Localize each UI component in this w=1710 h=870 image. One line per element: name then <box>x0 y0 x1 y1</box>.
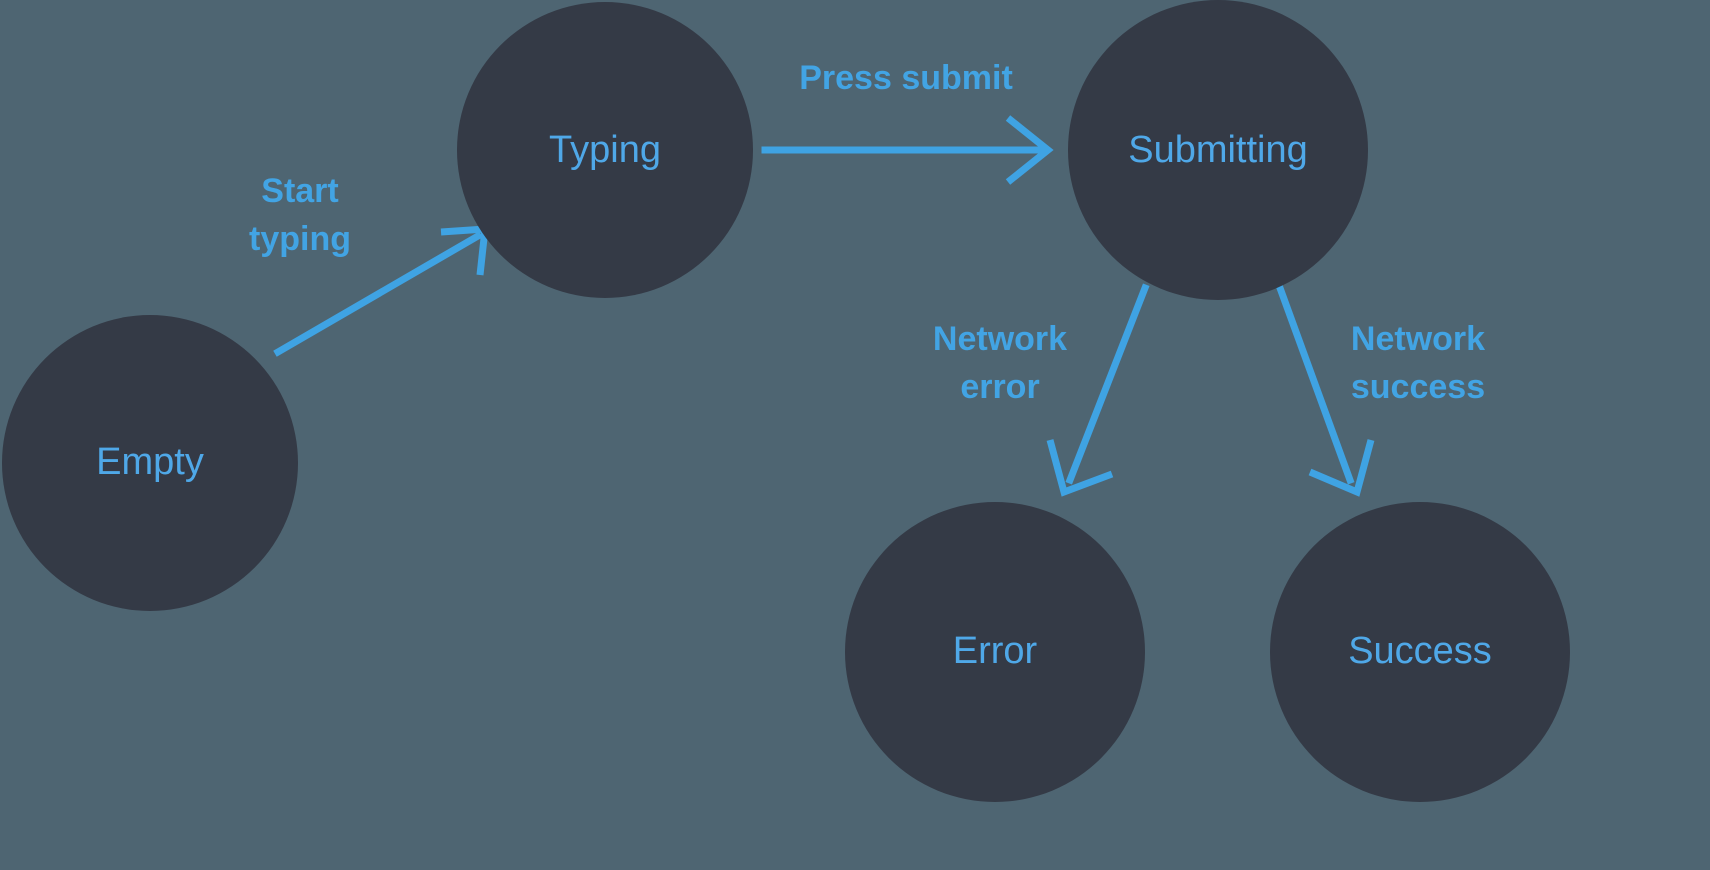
node-error[interactable]: Error <box>845 502 1145 802</box>
node-success-label: Success <box>1348 630 1492 672</box>
edge-typing-to-submitting <box>761 115 1054 185</box>
edge-label-network-error-line1: Network <box>933 320 1067 358</box>
edge-label-empty-to-typing: Start typing <box>249 172 351 258</box>
edge-label-network-success-line1: Network <box>1351 320 1485 358</box>
node-typing[interactable]: Typing <box>457 2 753 298</box>
edge-empty-to-typing-line <box>273 231 483 357</box>
edge-submitting-to-success <box>1275 283 1375 497</box>
node-error-circle[interactable] <box>845 502 1145 802</box>
node-typing-label: Typing <box>549 129 661 171</box>
node-typing-circle[interactable] <box>457 2 753 298</box>
edge-submitting-to-success-arrowhead <box>1308 439 1375 497</box>
edge-submitting-to-error-line <box>1065 283 1150 485</box>
edge-typing-to-submitting-arrowhead <box>1005 115 1054 185</box>
edge-label-network-error-line2: error <box>960 368 1039 406</box>
edge-submitting-to-error <box>1046 283 1150 497</box>
node-success-circle[interactable] <box>1270 502 1570 802</box>
node-empty-label: Empty <box>96 441 204 483</box>
node-submitting-label: Submitting <box>1128 129 1308 171</box>
node-error-label: Error <box>953 630 1038 672</box>
node-submitting[interactable]: Submitting <box>1068 0 1368 300</box>
edge-label-submitting-to-error: Network error <box>933 320 1067 406</box>
edge-submitting-to-error-arrowhead <box>1046 439 1114 497</box>
edge-submitting-to-success-line <box>1275 283 1355 485</box>
edge-label-network-success-line2: success <box>1351 368 1485 406</box>
edge-label-start-typing-line1: Start <box>261 172 338 210</box>
node-success[interactable]: Success <box>1270 502 1570 802</box>
edge-label-submitting-to-success: Network success <box>1351 320 1485 406</box>
node-submitting-circle[interactable] <box>1068 0 1368 300</box>
edge-label-typing-to-submitting: Press submit <box>799 59 1013 97</box>
node-empty[interactable]: Empty <box>2 315 298 611</box>
node-empty-circle[interactable] <box>2 315 298 611</box>
edge-label-press-submit-line1: Press submit <box>799 59 1013 97</box>
edge-label-start-typing-line2: typing <box>249 220 351 258</box>
